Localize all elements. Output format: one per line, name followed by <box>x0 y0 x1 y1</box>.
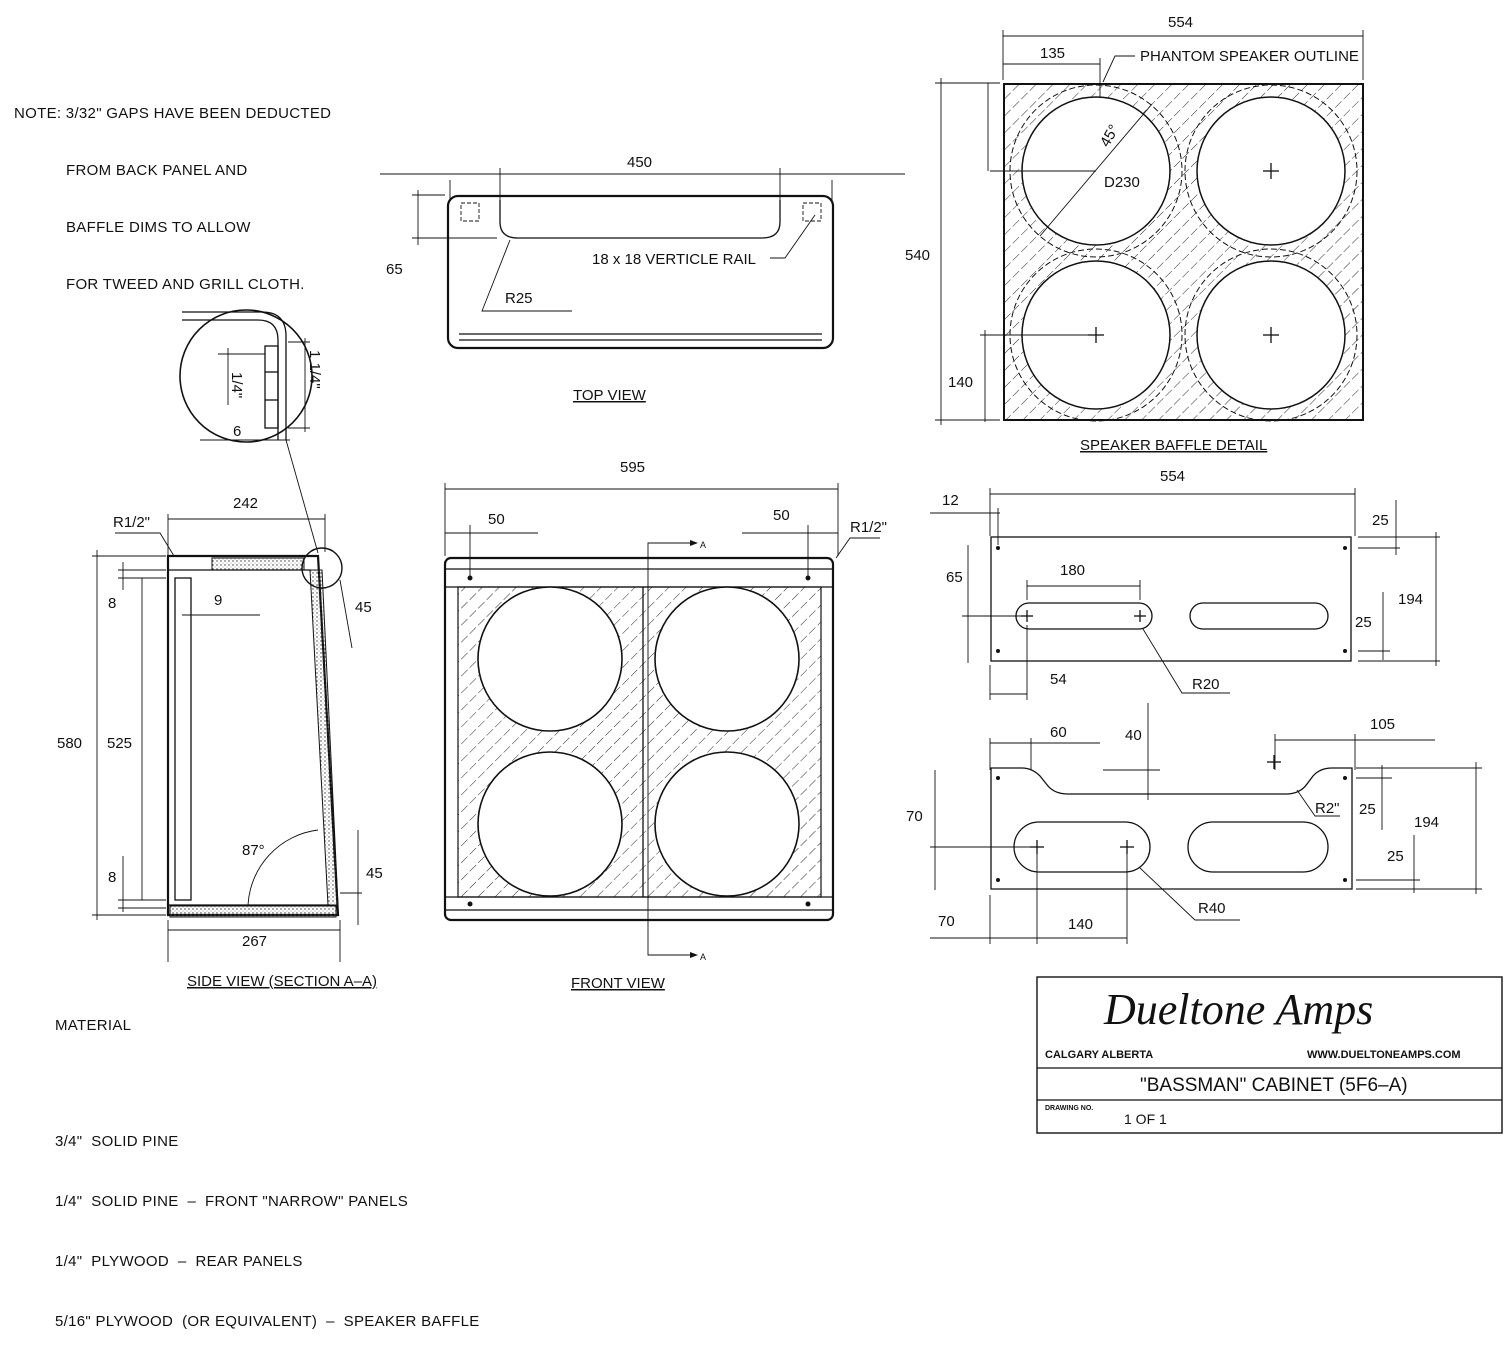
panel-top-height: 194 <box>1398 591 1423 608</box>
detail-inch-b: 1 1/4" <box>306 350 323 389</box>
material-item: 5/16" PLYWOOD (OR EQUIVALENT) – SPEAKER … <box>55 1313 480 1330</box>
material-item: 1/4" SOLID PINE – FRONT "NARROW" PANELS <box>55 1193 409 1210</box>
side-bottom-gap: 8 <box>108 869 116 886</box>
phantom-label: PHANTOM SPEAKER OUTLINE <box>1140 48 1359 65</box>
drawing-sheet: 450 65 R25 18 x 18 VERTICLE RAIL TOP VIE… <box>57 14 1503 1134</box>
side-radius-label: R1/2" <box>113 514 150 531</box>
rail-label: 18 x 18 VERTICLE RAIL <box>592 251 756 268</box>
company-url: WWW.DUELTONEAMPS.COM <box>1307 1049 1461 1061</box>
speaker-cutout <box>477 751 623 897</box>
panel-top-right-mid: 25 <box>1355 614 1372 631</box>
panel-bottom-a: 60 <box>1050 724 1067 741</box>
panel-bottom-mid: 25 <box>1359 801 1376 818</box>
panel-bottom-c: 105 <box>1370 716 1395 733</box>
panel-bottom-height: 194 <box>1414 814 1439 831</box>
note-line: FROM BACK PANEL AND <box>66 162 248 179</box>
note-line: NOTE: 3/32" GAPS HAVE BEEN DEDUCTED <box>14 105 332 122</box>
side-rail: 9 <box>214 592 222 609</box>
panel-top-radius: R20 <box>1192 676 1220 693</box>
panel-bottom-low: 25 <box>1387 848 1404 865</box>
speaker-cutout <box>1184 248 1358 422</box>
baffle-width-label: 554 <box>1168 14 1193 31</box>
front-right-label: 50 <box>773 507 790 524</box>
side-slant-top: 45 <box>355 599 372 616</box>
side-slant-bottom: 45 <box>366 865 383 882</box>
title-block: Dueltone Amps CALGARY ALBERTA WWW.DUELTO… <box>1036 976 1503 1134</box>
front-view: 595 50 50 R1/2" A A FRONT VIEW <box>443 459 887 992</box>
detail-circle: 1/4" 1 1/4" 6 <box>179 309 323 554</box>
panel-top-left: 12 <box>942 492 959 509</box>
detail-inch-a: 1/4" <box>228 372 245 398</box>
company-logo: Dueltone Amps <box>1103 985 1373 1034</box>
top-view: 450 65 R25 18 x 18 VERTICLE RAIL TOP VIE… <box>380 154 905 404</box>
rear-panel-bottom: 60 40 105 R2" 70 25 194 25 <box>906 703 1482 944</box>
panel-bottom-left: 70 <box>906 808 923 825</box>
panel-bottom-b: 40 <box>1125 727 1142 744</box>
note-line: FOR TWEED AND GRILL CLOTH. <box>66 276 305 293</box>
side-bottom-depth: 267 <box>242 933 267 950</box>
material-item: 1/4" PLYWOOD – REAR PANELS <box>55 1253 303 1270</box>
note-line: BAFFLE DIMS TO ALLOW <box>66 219 251 236</box>
top-width-label: 450 <box>627 154 652 171</box>
drawing-label: DRAWING NO. <box>1045 1105 1093 1112</box>
section-a-top: A <box>700 540 706 550</box>
speaker-cutout <box>477 586 623 732</box>
note-block: NOTE: 3/32" GAPS HAVE BEEN DEDUCTED FROM… <box>14 66 331 313</box>
panel-bottom-bottom-left: 70 <box>938 913 955 930</box>
panel-bottom-slot-radius: R40 <box>1198 900 1226 917</box>
top-radius-label: R25 <box>505 290 533 307</box>
detail-six: 6 <box>233 423 241 440</box>
side-top-depth: 242 <box>233 495 258 512</box>
speaker-cutout <box>1184 84 1358 258</box>
top-depth-label: 65 <box>386 261 403 278</box>
baffle-offset-label: 135 <box>1040 45 1065 62</box>
side-height: 580 <box>57 735 82 752</box>
panel-bottom-radius: R2" <box>1315 800 1340 817</box>
front-view-title: FRONT VIEW <box>571 975 666 992</box>
diameter-label: D230 <box>1104 174 1140 191</box>
panel-top-right-top: 25 <box>1372 512 1389 529</box>
front-radius-label: R1/2" <box>850 519 887 536</box>
side-inner: 525 <box>107 735 132 752</box>
material-heading: MATERIAL <box>55 1017 132 1034</box>
drawing-title: "BASSMAN" CABINET (5F6–A) <box>1140 1075 1408 1096</box>
panel-top-width: 554 <box>1160 468 1185 485</box>
baffle-height-label: 540 <box>905 247 930 264</box>
sheet-number: 1 OF 1 <box>1124 1111 1167 1127</box>
company-city: CALGARY ALBERTA <box>1045 1049 1153 1061</box>
front-left-label: 50 <box>488 511 505 528</box>
panel-top-offset: 65 <box>946 569 963 586</box>
side-top-gap: 8 <box>108 595 116 612</box>
side-view-title: SIDE VIEW (SECTION A–A) <box>187 973 377 990</box>
baffle-detail: 554 135 PHANTOM SPEAKER OUTLINE <box>905 14 1364 454</box>
panel-top-slot: 180 <box>1060 562 1085 579</box>
section-a-bottom: A <box>700 952 706 962</box>
top-view-title: TOP VIEW <box>573 387 647 404</box>
baffle-bottom-label: 140 <box>948 374 973 391</box>
front-width-label: 595 <box>620 459 645 476</box>
side-view: 242 R1/2" 8 9 45 580 525 87° 8 45 <box>57 495 383 990</box>
speaker-cutout <box>654 751 800 897</box>
side-angle: 87° <box>242 842 265 859</box>
panel-top-left-slot: 54 <box>1050 671 1067 688</box>
rear-panel-top: 554 12 25 194 25 65 180 54 <box>930 468 1440 700</box>
panel-bottom-spacing: 140 <box>1068 916 1093 933</box>
speaker-cutout <box>654 586 800 732</box>
baffle-title: SPEAKER BAFFLE DETAIL <box>1080 437 1267 454</box>
